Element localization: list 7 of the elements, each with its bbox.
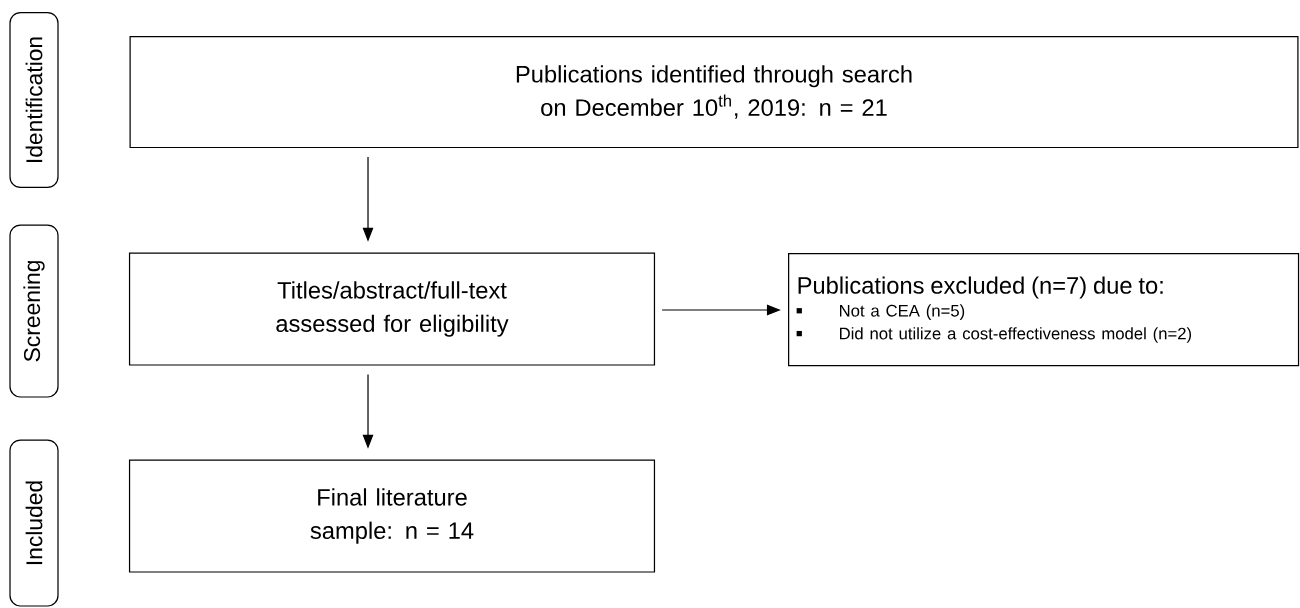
process-box: Publications identified through search on December 10$^{th}$, 2019: n = 21 bbox=[129, 35, 1299, 149]
phase-label: Identification bbox=[9, 11, 59, 189]
phase-label: Included bbox=[9, 439, 59, 607]
process-box: Titles/abstract/full-text assessed for eligibility bbox=[128, 252, 656, 366]
phase-label: Screening bbox=[9, 224, 59, 398]
exclusion-box: Publications excluded (n=7) due to: Not a CEA (n=5) Did not utilize a cost-effectiveness model (n=2) bbox=[788, 253, 1300, 367]
process-box: Final literature sample: n = 14 bbox=[128, 459, 656, 573]
